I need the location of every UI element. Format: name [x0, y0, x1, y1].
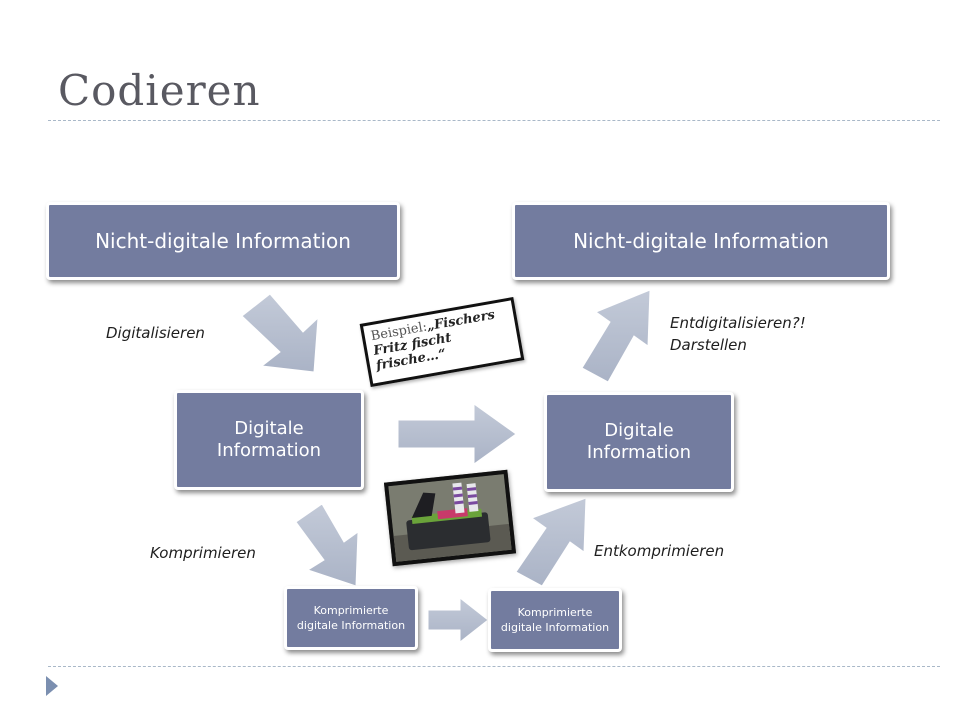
node-compressed-right: Komprimierte digitale Information	[488, 588, 622, 652]
label-komprimieren: Komprimieren	[150, 544, 256, 562]
footer-divider	[48, 666, 940, 667]
arrow-dedigitalize	[581, 289, 651, 383]
node-analog-output: Nicht-digitale Information	[512, 202, 890, 280]
label-darstellen: Darstellen	[670, 336, 747, 354]
label-digitalisieren: Digitalisieren	[106, 324, 205, 342]
title-divider	[48, 120, 940, 121]
node-digital-left: Digitale Information	[174, 390, 364, 490]
suitcase-photo-illustration	[388, 474, 512, 562]
arrow-compress	[295, 503, 359, 587]
arrow-transfer	[397, 403, 517, 465]
label-entdigitalisieren-line1: Entdigitalisieren?!	[670, 314, 806, 332]
arrow-digitalize	[241, 293, 319, 373]
node-compressed-left: Komprimierte digitale Information	[284, 586, 418, 650]
node-analog-input: Nicht-digitale Information	[46, 202, 400, 280]
label-entdigitalisieren: Entdigitalisieren?! Darstellen	[670, 312, 806, 356]
arrow-transfer-compressed	[427, 596, 489, 644]
triangle-bullet-icon	[46, 676, 58, 696]
label-entkomprimieren: Entkomprimieren	[594, 542, 725, 560]
page-title: Codieren	[58, 66, 261, 115]
suitcase-photo	[383, 469, 517, 567]
node-digital-right: Digitale Information	[544, 392, 734, 492]
example-text: „Fischers Fritz fischt frische…“	[372, 307, 496, 374]
arrow-decompress	[515, 497, 587, 587]
